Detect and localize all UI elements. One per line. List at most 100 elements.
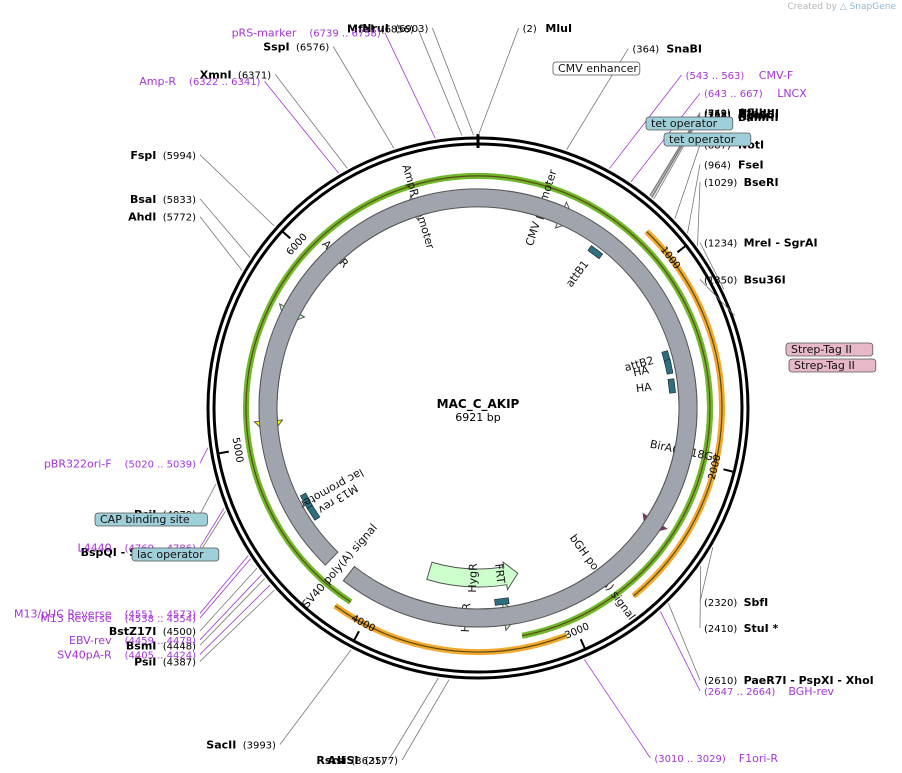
enzyme-name: AhdI <box>128 211 156 224</box>
boxed-label-box <box>785 342 874 357</box>
enzyme-name: SbfI <box>744 596 769 609</box>
label-leader <box>199 216 243 271</box>
label-leader <box>199 484 217 515</box>
feature-arrow <box>258 188 698 628</box>
boxed-label: CMV enhancer <box>558 62 638 75</box>
enzyme-name: KpnI <box>738 109 766 122</box>
orf-core <box>245 175 711 637</box>
enzyme-name: BamHI <box>738 111 779 124</box>
boxed-label: tet operator <box>651 117 718 130</box>
label-leader <box>279 649 352 745</box>
enzyme-name: XmnI <box>200 68 232 81</box>
primer-name: Amp-R <box>139 75 176 88</box>
primer-range: (5020 .. 5039) <box>125 459 197 470</box>
primer-range: (6739 .. 6758) <box>309 29 381 40</box>
label-leader <box>697 182 701 246</box>
small-feature-label: FRT <box>492 563 507 585</box>
label-leader <box>668 603 701 681</box>
primer-range: (2647 .. 2664) <box>704 687 776 698</box>
primer-range: (543 .. 563) <box>686 71 745 82</box>
snapgene-logo-icon: △ <box>839 2 847 12</box>
primer-name: SV40pA-R <box>57 648 112 661</box>
enzyme-name: SacII <box>206 738 236 751</box>
label-leader <box>388 677 439 761</box>
primer-range: (4459 .. 4478) <box>125 636 197 647</box>
enzyme-position: (2320) <box>704 598 737 609</box>
enzyme-position: (1350) <box>704 275 737 286</box>
small-feature-label: attB1 <box>563 258 591 290</box>
enzyme-position: (2610) <box>704 676 737 687</box>
enzyme-position: (749) <box>704 109 731 120</box>
primer-name: pRS-marker <box>232 27 297 40</box>
enzyme-position: (3577) <box>365 756 398 767</box>
enzyme-position: (1234) <box>704 239 737 250</box>
boxed-label: tet operator <box>669 133 736 146</box>
label-leader <box>274 74 348 169</box>
primer-range: (643 .. 667) <box>704 89 763 100</box>
enzyme-name: HindIII <box>738 107 779 120</box>
enzyme-position: (3993) <box>243 740 276 751</box>
enzyme-position: (5994) <box>163 151 196 162</box>
enzyme-position: (752) <box>704 109 731 120</box>
small-feature-mark <box>494 597 510 606</box>
enzyme-name: FseI <box>738 158 764 171</box>
label-leader <box>199 447 209 464</box>
enzyme-name: AsiSI <box>328 754 359 767</box>
label-leader <box>432 27 474 136</box>
label-lines <box>199 27 736 761</box>
primer-name: M13/pUC Reverse <box>14 607 112 620</box>
label-layer: (6903)NruI(2)MluI(6856)MfeI(364)SnaBI(65… <box>14 22 877 767</box>
label-leader <box>609 74 682 169</box>
enzyme-name: Acc65I <box>738 108 779 121</box>
label-leader <box>199 198 251 258</box>
label-leader <box>659 611 701 692</box>
enzyme-position: (6856) <box>381 25 414 36</box>
enzyme-name: FspI <box>130 149 156 162</box>
plasmid-size: 6921 bp <box>455 411 500 424</box>
boxed-label-box <box>552 61 641 76</box>
boxed-label: Strep-Tag II <box>794 359 855 372</box>
enzyme-name: BsmI <box>126 639 157 652</box>
label-leader <box>199 584 271 655</box>
label-leader <box>199 567 258 632</box>
boxed-label-box <box>663 132 752 147</box>
primer-range: (6322 .. 6341) <box>189 77 261 88</box>
tick-mark <box>282 230 291 240</box>
enzyme-name: RsrII <box>316 754 345 767</box>
orf-layer <box>243 173 725 655</box>
enzyme-position: (5772) <box>163 213 196 224</box>
primer-name: F1ori-R <box>739 752 779 765</box>
enzyme-position: (964) <box>704 160 731 171</box>
label-leader <box>401 679 450 761</box>
enzyme-position: (5833) <box>163 195 196 206</box>
boxed-label: CAP binding site <box>100 513 190 526</box>
enzyme-position: (364) <box>632 45 659 56</box>
boxed-label: lac operator <box>137 548 204 561</box>
enzyme-position: (6371) <box>238 70 271 81</box>
small-feature-label: HA <box>632 363 651 379</box>
enzyme-name: BseRI <box>744 176 779 189</box>
label-leader <box>687 164 701 234</box>
primer-name: pBR322ori-F <box>44 457 112 470</box>
tick-mark <box>723 468 734 473</box>
primer-name: L4440 <box>77 541 111 554</box>
boxed-label-box <box>94 512 208 527</box>
primer-name: M13 Reverse <box>40 612 111 625</box>
label-leader <box>653 116 701 200</box>
primer-name: LNCX <box>777 87 807 100</box>
enzyme-position: (6903) <box>395 24 428 35</box>
label-leader <box>199 574 262 641</box>
small-feature-mark <box>667 378 676 394</box>
enzyme-name: MfeI <box>347 23 374 36</box>
enzyme-position: (2410) <box>704 624 737 635</box>
tick-label: 5000 <box>230 437 245 464</box>
enzyme-name: BsaI <box>130 193 156 206</box>
enzyme-position: (4448) <box>163 641 196 652</box>
label-leader <box>699 565 702 628</box>
label-leader <box>199 154 275 227</box>
tick-mark <box>353 630 360 641</box>
boxed-label-box <box>645 116 734 131</box>
primer-range: (3010 .. 3029) <box>654 754 726 765</box>
plasmid-name: MAC_C_AKIP <box>437 397 520 412</box>
boxed-label: Strep-Tag II <box>791 343 852 356</box>
